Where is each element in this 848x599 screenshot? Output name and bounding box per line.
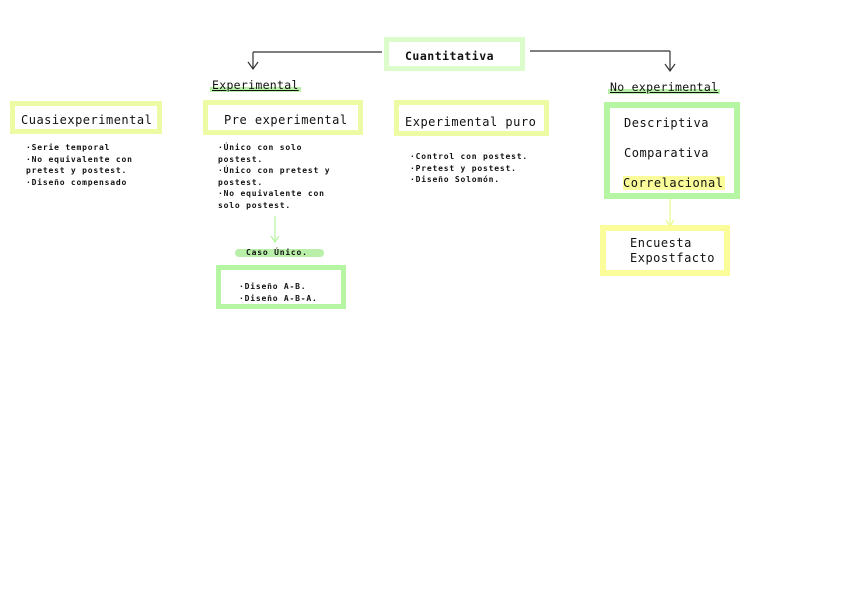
- heading-no-experimental: No experimental: [608, 80, 721, 94]
- pre-experimental-label: Pre experimental: [224, 113, 348, 127]
- cuasiexperimental-box: Cuasiexperimental: [10, 101, 162, 134]
- type-correlacional: Correlacional: [623, 176, 726, 190]
- caso-unico-badge: [235, 249, 324, 257]
- type-descriptiva: Descriptiva: [624, 116, 709, 130]
- type-comparativa: Comparativa: [624, 146, 709, 160]
- experimental-puro-box: Experimental puro: [394, 100, 549, 136]
- root-node-label: Cuantitativa: [405, 49, 495, 63]
- cuasiexperimental-items: ·Serie temporal ·No equivalente con pret…: [26, 143, 133, 187]
- experimental-puro-items: ·Control con postest. ·Pretest y postest…: [410, 152, 528, 184]
- heading-experimental: Experimental: [210, 78, 301, 92]
- pre-experimental-box: Pre experimental: [203, 100, 363, 135]
- pre-experimental-items: ·Único con solo postest. ·Único con pret…: [218, 143, 331, 210]
- cuasiexperimental-label: Cuasiexperimental: [21, 113, 153, 127]
- caso-unico-items: ·Diseño A-B. ·Diseño A-B-A.: [239, 282, 318, 303]
- root-node-box: Cuantitativa: [384, 37, 525, 71]
- arrowhead-left: [247, 61, 259, 71]
- caso-unico-box: ·Diseño A-B. ·Diseño A-B-A.: [216, 265, 346, 309]
- correlacional-methods-box: Encuesta Expostfacto: [600, 225, 730, 276]
- arrowhead-right: [664, 63, 676, 73]
- no-experimental-box: Descriptiva Comparativa Correlacional: [604, 102, 740, 199]
- experimental-puro-label: Experimental puro: [405, 115, 537, 129]
- caso-unico-label: Caso Único.: [246, 248, 308, 257]
- arrowhead-caso-unico: [270, 235, 280, 244]
- method-expostfacto: Expostfacto: [630, 251, 715, 265]
- method-encuesta: Encuesta: [630, 236, 692, 250]
